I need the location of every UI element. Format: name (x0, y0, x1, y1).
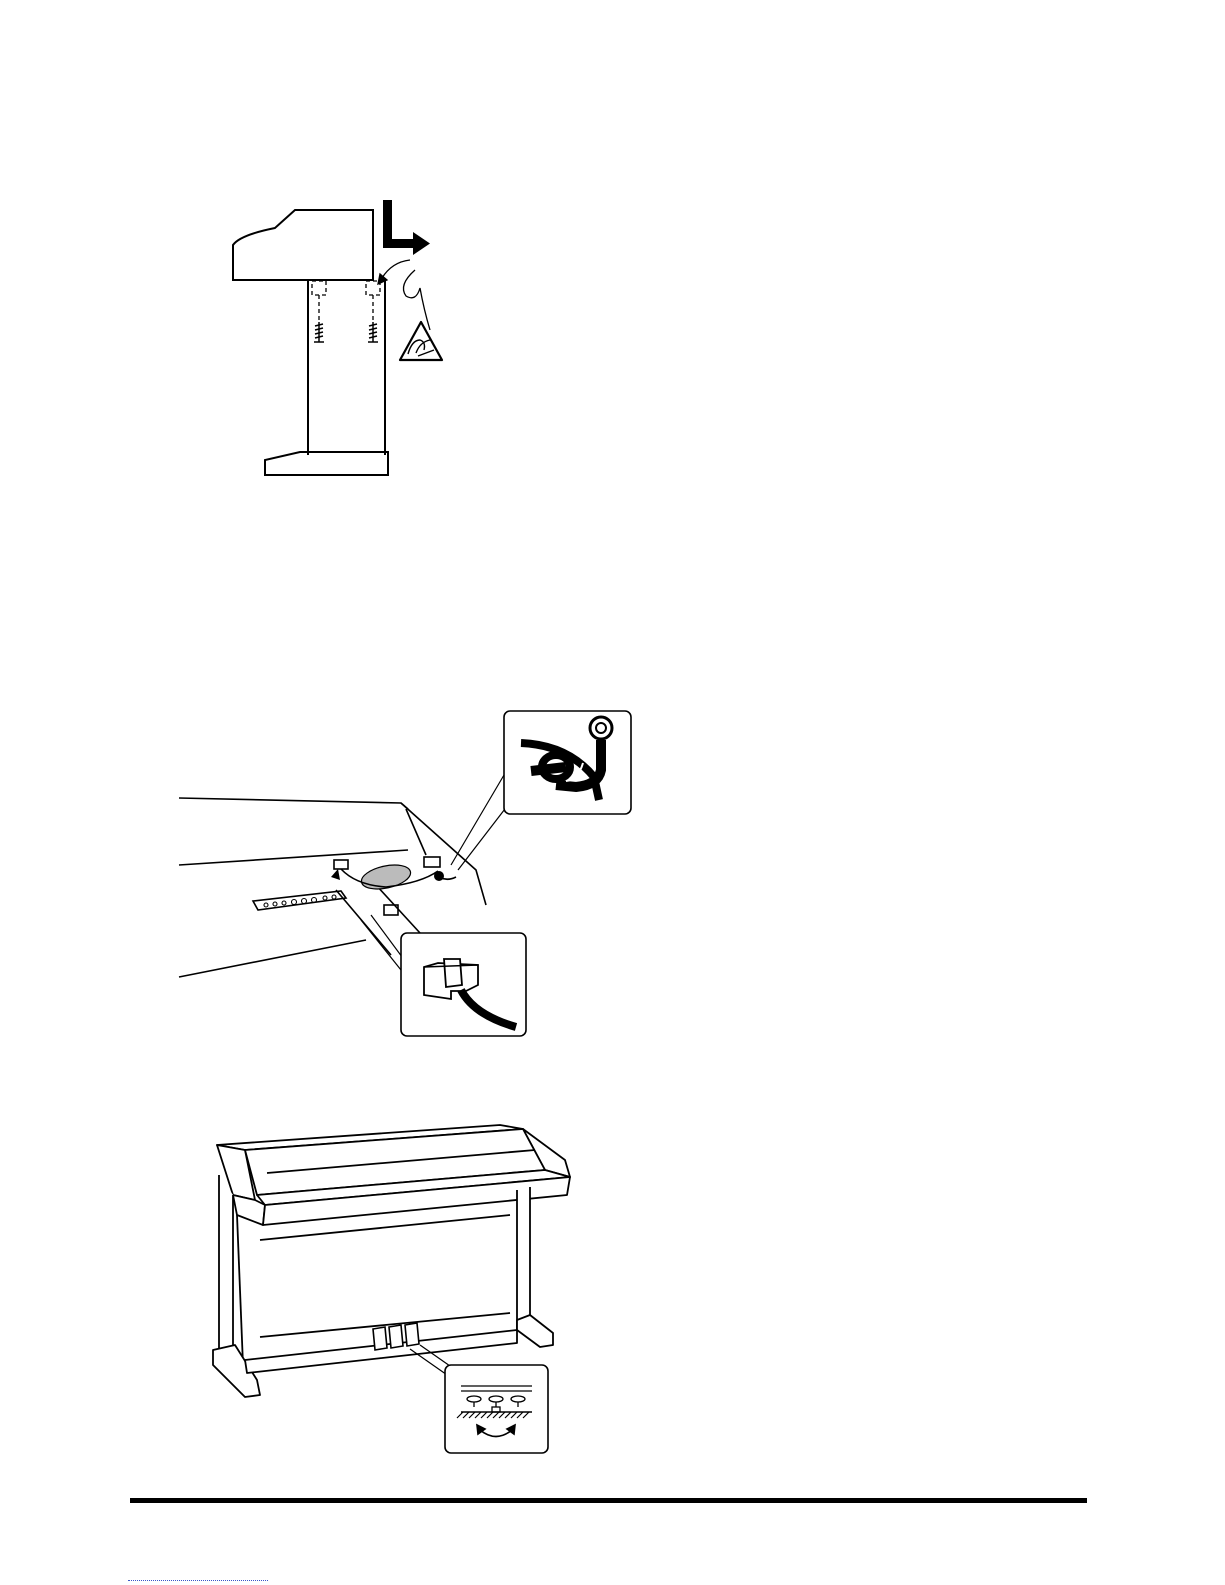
footer-rule (130, 1498, 1087, 1503)
pedal-connector-callout (401, 933, 526, 1036)
assembled-stand-illustration (205, 1115, 580, 1460)
figure-assembled-stand (205, 1115, 580, 1460)
figure-side-assembly (220, 190, 460, 490)
screw-icon (314, 322, 378, 342)
pedal-icon (373, 1323, 419, 1350)
direction-arrow-icon (383, 200, 430, 255)
footer-dotted-link[interactable] (128, 1580, 268, 1581)
side-assembly-illustration (220, 190, 460, 490)
cable-connection-illustration (176, 705, 636, 1045)
ground-wire-callout (504, 711, 631, 814)
figure-cable-connection (176, 705, 636, 1045)
pedal-adjuster-callout (445, 1365, 548, 1453)
speaker-ellipse (359, 861, 412, 893)
caution-pinch-icon (400, 322, 442, 360)
